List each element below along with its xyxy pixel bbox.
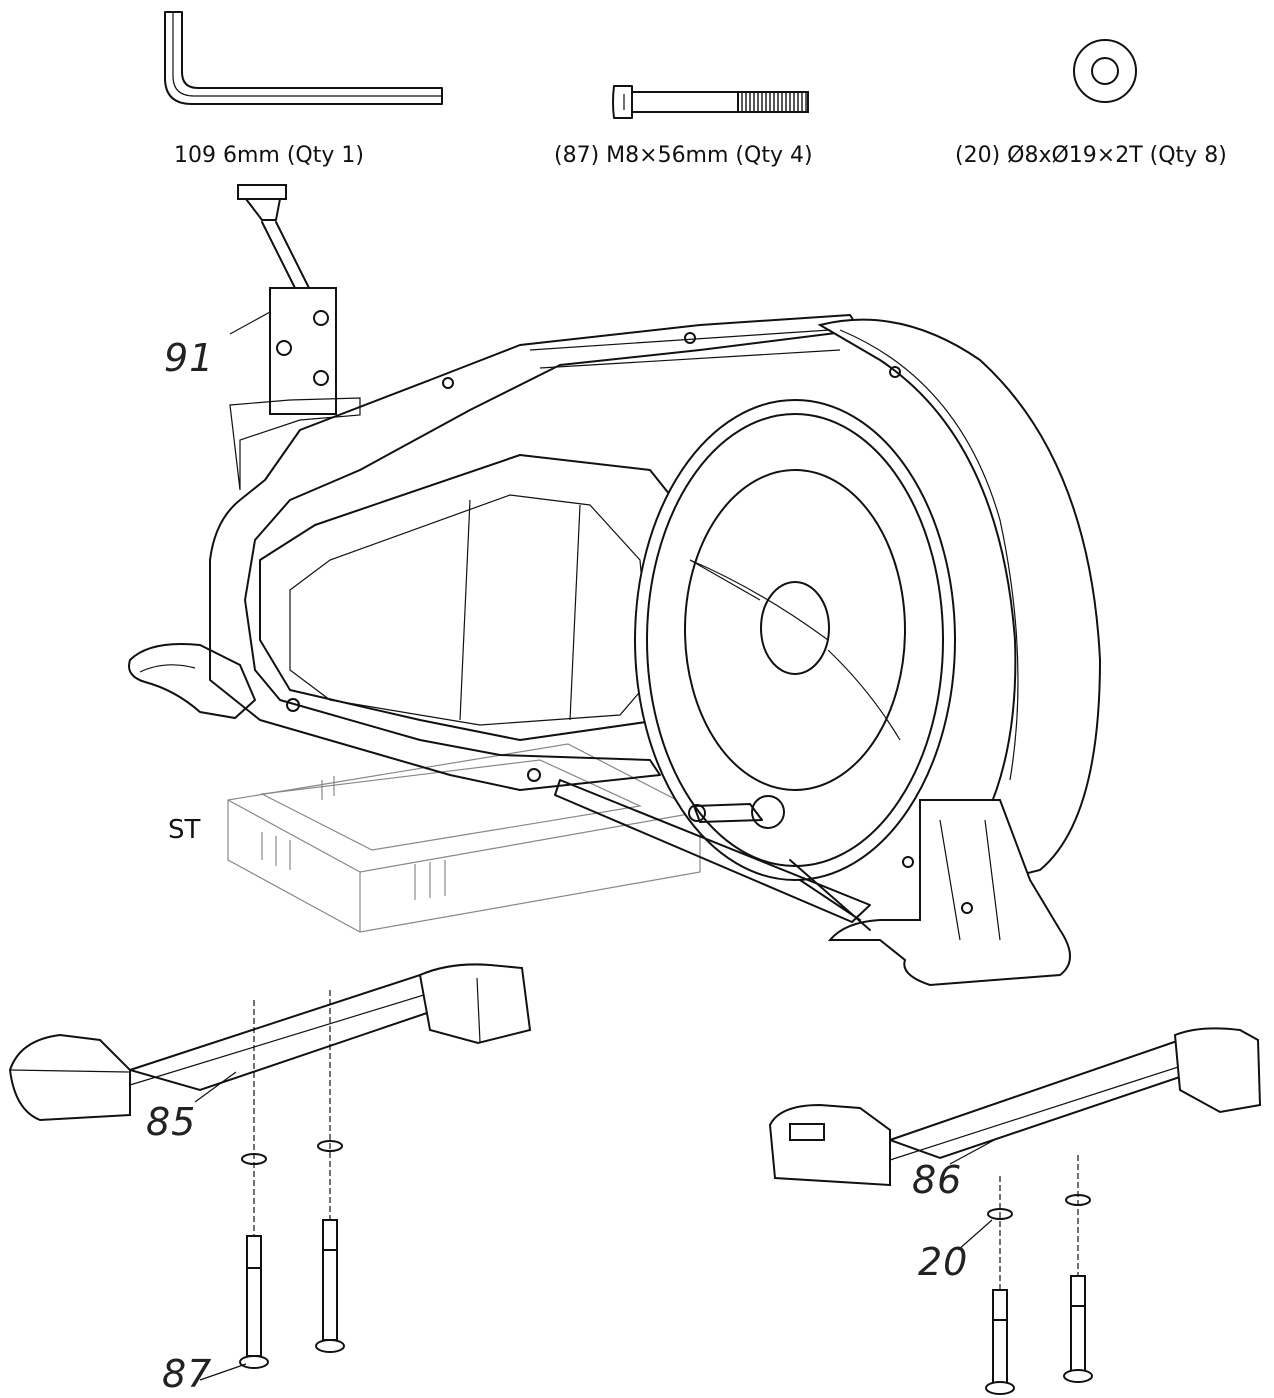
sensor-bracket-icon	[229, 184, 337, 415]
callout-stand: ST	[168, 815, 201, 845]
callout-sensor: 91	[164, 336, 215, 380]
stand-box-icon	[227, 743, 701, 933]
rear-stabilizer-icon	[768, 1027, 1262, 1187]
washer-caption: (20) Ø8xØ19×2T (Qty 8)	[955, 143, 1227, 168]
callout-washer: 20	[918, 1240, 969, 1284]
elliptical-frame-icon	[128, 314, 1102, 987]
allen-wrench-icon	[164, 11, 443, 105]
callout-front-stabilizer: 85	[146, 1100, 197, 1144]
wrench-caption: 109 6mm (Qty 1)	[174, 143, 364, 168]
callout-rear-stabilizer: 86	[912, 1158, 963, 1202]
callout-bolt: 87	[162, 1352, 213, 1396]
front-stabilizer-icon	[8, 963, 532, 1122]
bolts-rear-icon	[957, 1155, 1093, 1395]
bolt-icon	[612, 85, 809, 119]
bolt-caption: (87) M8×56mm (Qty 4)	[554, 143, 813, 168]
bolts-front-icon	[199, 990, 345, 1381]
washer-icon	[1073, 39, 1137, 103]
